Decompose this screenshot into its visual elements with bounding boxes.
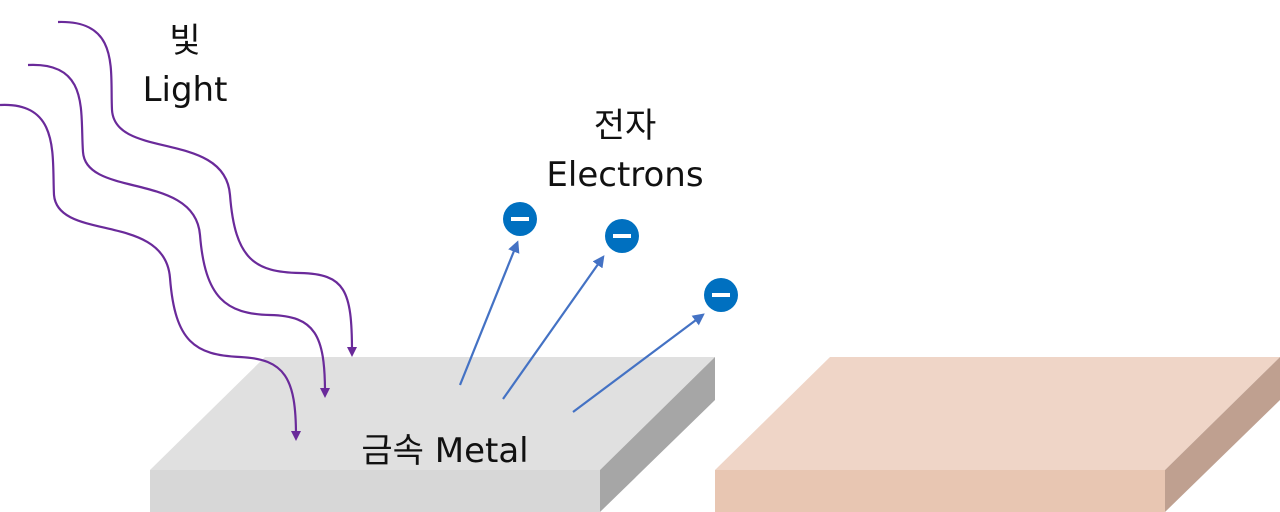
wavy-arrow-icon <box>57 20 357 357</box>
light-label-en: Light <box>143 70 228 110</box>
metal-block <box>150 357 715 512</box>
copper-block <box>715 357 1280 512</box>
electron-arrow <box>458 240 520 386</box>
metal-label: 금속 Metal <box>361 431 528 471</box>
electron-minus-icon <box>704 278 738 312</box>
electrons-label-ko: 전자 <box>594 106 657 146</box>
electron-minus-icon <box>503 202 537 236</box>
copper-front-face <box>715 470 1165 512</box>
light-waves <box>0 20 357 441</box>
electrons-label-en: Electrons <box>546 155 703 195</box>
metal-top-face <box>150 357 715 470</box>
metal-side-face <box>600 357 715 512</box>
electron-arrow <box>572 313 705 413</box>
electrons <box>503 202 738 312</box>
wavy-arrow-icon <box>27 63 330 398</box>
metal-front-face <box>150 470 600 512</box>
copper-side-face <box>1165 357 1280 512</box>
light-label-ko: 빛 <box>169 21 200 61</box>
electron-minus-icon <box>605 219 639 253</box>
wavy-arrow-icon <box>0 103 301 441</box>
electron-trajectories <box>458 240 705 413</box>
electron-arrow <box>502 255 605 400</box>
copper-top-face <box>715 357 1280 470</box>
